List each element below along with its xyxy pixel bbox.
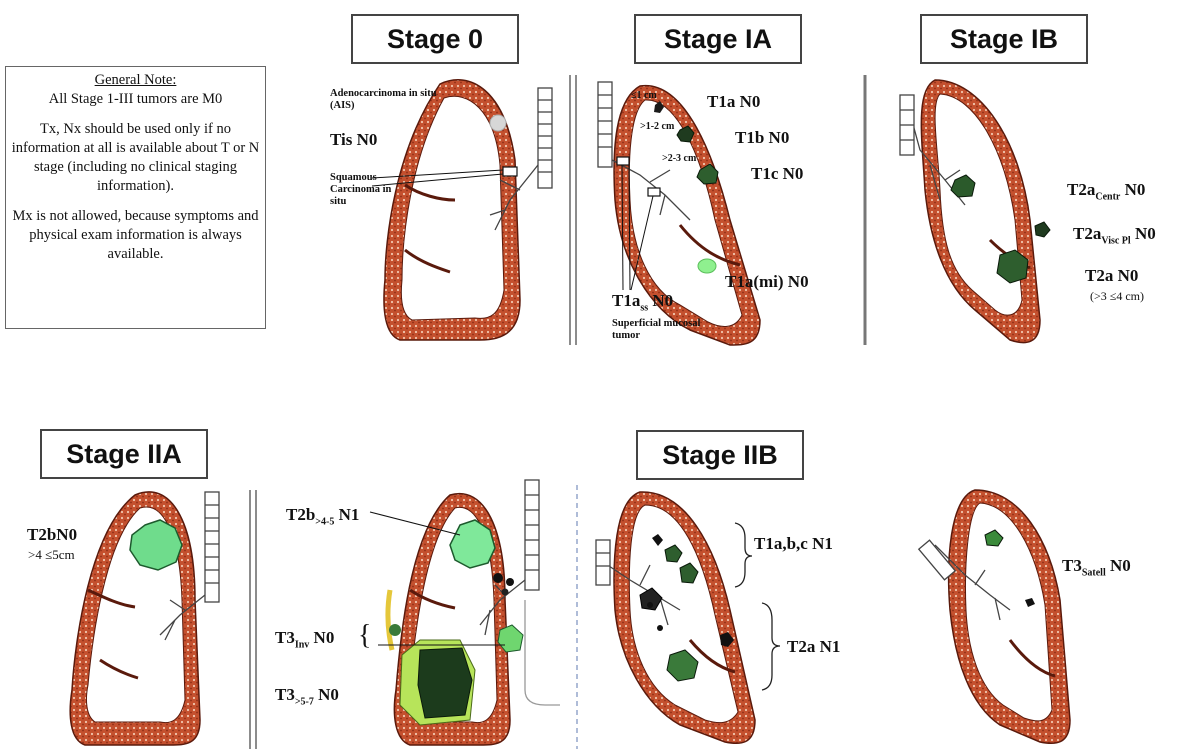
label-tis-n0: Tis N0 — [330, 130, 377, 150]
note-para3: Mx is not allowed, because symptoms and … — [6, 207, 265, 264]
label-t1c-n0: T1c N0 — [751, 164, 803, 184]
stage-0-title: Stage 0 — [351, 14, 519, 64]
label-t2b-n0: T2bN0 — [27, 525, 77, 545]
t3-large-tumor — [400, 640, 475, 725]
general-note: General Note: All Stage 1-III tumors are… — [5, 66, 266, 329]
note-line1: All Stage 1-III tumors are M0 — [6, 90, 265, 109]
label-le-1cm: ≤1 cm — [631, 90, 657, 101]
label-t2a-visc-n0: T2aVisc Pl N0 — [1073, 224, 1156, 246]
ais-tumor — [490, 115, 506, 131]
label-gt-2-3cm: >2-3 cm — [662, 153, 696, 164]
lung-stage-iib-3 — [949, 490, 1070, 743]
ia-marker-2 — [648, 188, 660, 196]
lung-stage-iia — [70, 492, 200, 745]
label-superficial: Superficial mucosal tumor — [612, 318, 722, 342]
label-squamous: Squamous Carcinoma in situ — [330, 172, 410, 208]
squamous-marker — [503, 167, 517, 176]
label-t3-satell-n0: T3Satell N0 — [1062, 556, 1131, 578]
label-t2b-size: >4 ≤5cm — [28, 547, 75, 563]
label-t3-size-n0: T3>5-7 N0 — [275, 685, 339, 707]
stage-iib-title: Stage IIB — [636, 430, 804, 480]
note-heading: General Note: — [6, 71, 265, 90]
label-t2b-n1: T2b>4-5 N1 — [286, 505, 359, 527]
label-t1a-mi-n0: T1a(mi) N0 — [725, 272, 809, 292]
label-t1abc-n1: T1a,b,c N1 — [754, 534, 833, 554]
label-t3-inv-n0: T3Inv N0 — [275, 628, 334, 650]
label-t1a-ss-n0: T1ass N0 — [612, 291, 673, 313]
label-t2a-centr-n0: T2aCentr N0 — [1067, 180, 1145, 202]
label-t2a-n1: T2a N1 — [787, 637, 840, 657]
label-t1b-n0: T1b N0 — [735, 128, 789, 148]
divider-iia-iib — [250, 490, 256, 749]
ia-marker-1 — [617, 157, 629, 165]
brace-t3-inv: { — [358, 620, 371, 652]
note-para2: Tx, Nx should be used only if no informa… — [6, 120, 265, 196]
stage-ia-title: Stage IA — [634, 14, 802, 64]
stage-iia-title: Stage IIA — [40, 429, 208, 479]
lung-stage-iib-2 — [614, 492, 755, 743]
label-t1a-n0: T1a N0 — [707, 92, 760, 112]
stage-ib-title: Stage IB — [920, 14, 1088, 64]
t3-inv-yellow — [388, 590, 401, 650]
label-ais: Adenocarcinoma in situ (AIS) — [330, 88, 450, 112]
label-t2a-n0: T2a N0 — [1085, 266, 1138, 286]
label-gt-1-2cm: >1-2 cm — [640, 121, 674, 132]
divider-stage0-ia — [570, 75, 576, 345]
label-t2a-size: (>3 ≤4 cm) — [1090, 289, 1144, 304]
lung-stage-ib — [921, 80, 1040, 343]
